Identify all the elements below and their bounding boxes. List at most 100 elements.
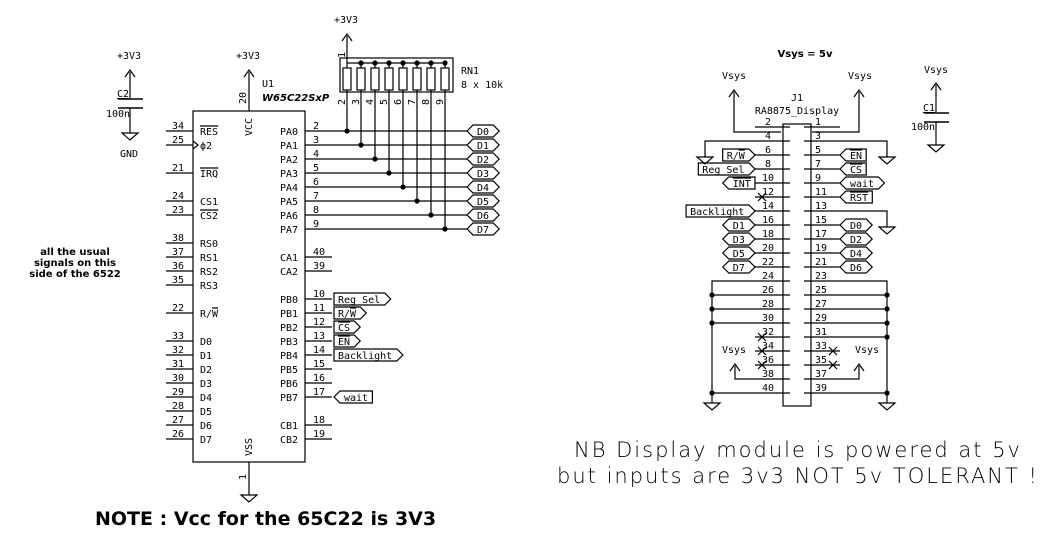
net-label-text: D1: [733, 221, 745, 232]
power-arrow-icon: [930, 81, 942, 112]
j1-pin-6: 6: [755, 145, 790, 156]
net-label-outline: [839, 176, 886, 190]
pin-number: 2: [765, 117, 771, 128]
rn1-pin-number: 2: [337, 99, 348, 105]
pin-name: PA3: [280, 169, 298, 180]
pin-number: 3: [815, 131, 821, 142]
pin-number: 24: [172, 191, 184, 202]
net-label-text: D6: [477, 211, 489, 222]
vsys-title: Vsys = 5v: [778, 49, 833, 60]
net-label-text: D3: [733, 235, 745, 246]
pin-name: CS2: [200, 211, 218, 222]
pin-number: 36: [172, 261, 184, 272]
net-label-text: Backlight: [338, 351, 392, 362]
pin-name: RES: [200, 127, 218, 138]
j1-pin-23: 23: [804, 271, 840, 282]
net-label-text: D7: [733, 263, 745, 274]
pin-number: 37: [815, 369, 827, 380]
net-label-text: D4: [477, 183, 489, 194]
net-label-outline: [333, 320, 362, 334]
pin-number: 34: [172, 121, 184, 132]
pin-number: 14: [313, 345, 325, 356]
j1-pin-17: 17: [804, 229, 840, 240]
net-label-text: R/W: [727, 151, 746, 162]
j1-pin-40: 40: [755, 383, 790, 394]
pin-number: 1: [815, 117, 821, 128]
j1-pin-19: 19: [804, 243, 840, 254]
j1-pin-14: 14: [755, 201, 790, 212]
vsys-label: Vsys: [855, 345, 879, 356]
junction-dot: [884, 306, 890, 312]
pin-number: 22: [762, 257, 774, 268]
pin-name: D7: [200, 435, 212, 446]
j1-pin-20: 20: [755, 243, 790, 254]
j1-pin-8: 8: [755, 159, 790, 170]
net-label-outline: [685, 204, 756, 218]
net-label-outline: [721, 260, 756, 274]
net-label-text: Reg_Sel: [338, 295, 380, 306]
c1-value: 100n: [911, 122, 935, 133]
j1-pin-28: 28: [755, 299, 790, 310]
pin-number: 12: [762, 187, 774, 198]
pin-number: 3: [313, 135, 319, 146]
pin-number: 28: [762, 299, 774, 310]
pin-name: PB6: [280, 379, 298, 390]
pin-number: 14: [762, 201, 774, 212]
net-label-text: D7: [477, 225, 489, 236]
pin-number: 23: [172, 205, 184, 216]
pin-number: 27: [815, 299, 827, 310]
net-label-int: INT: [721, 176, 756, 190]
junction-dot: [709, 390, 715, 396]
pin-name: PB0: [280, 295, 298, 306]
j1-pin-24: 24: [755, 271, 790, 282]
pin-name: D1: [200, 351, 212, 362]
net-label-text: Reg_Sel: [702, 165, 744, 176]
pin-number: 11: [815, 187, 827, 198]
net-label-outline: [333, 306, 368, 320]
net-label-d0: D0: [466, 124, 501, 138]
net-label-r-w: R/W: [333, 306, 368, 320]
ground-wire-right: [840, 140, 897, 165]
u1-right-pins: 2PA03PA14PA25PA36PA47PA58PA69PA740CA139C…: [280, 121, 501, 446]
pin-number: 39: [815, 383, 827, 394]
pin-name: RS2: [200, 267, 218, 278]
note-line: side of the 6522: [29, 269, 121, 280]
pin-number: 15: [815, 215, 827, 226]
net-label-text: D5: [477, 197, 489, 208]
net-label-backlight: Backlight: [685, 204, 756, 218]
pin-number: 9: [313, 219, 319, 230]
net-label-outline: [466, 222, 501, 236]
pin-number: 19: [815, 243, 827, 254]
net-label-outline: [697, 162, 756, 176]
j1-pin-29: 29: [804, 313, 840, 324]
pin-name: R/W: [200, 309, 219, 320]
pin-name: CS1: [200, 197, 218, 208]
net-label-outline: [839, 246, 874, 260]
pin-name: CA2: [280, 267, 298, 278]
net-label-outline: [333, 348, 404, 362]
pin-name: PA0: [280, 127, 298, 138]
power-label-3v3-rn1: +3V3: [334, 15, 358, 26]
junction-dot: [386, 170, 392, 176]
pin-number: 2: [313, 121, 319, 132]
pin-number: 16: [313, 373, 325, 384]
ground-wire-13: [840, 210, 897, 235]
pin-number: 33: [815, 341, 827, 352]
power-arrow-icon: [243, 68, 255, 111]
j1-pin-32: 32: [755, 327, 790, 338]
pin-number: 11: [313, 303, 325, 314]
net-label-backlight: Backlight: [333, 348, 404, 362]
